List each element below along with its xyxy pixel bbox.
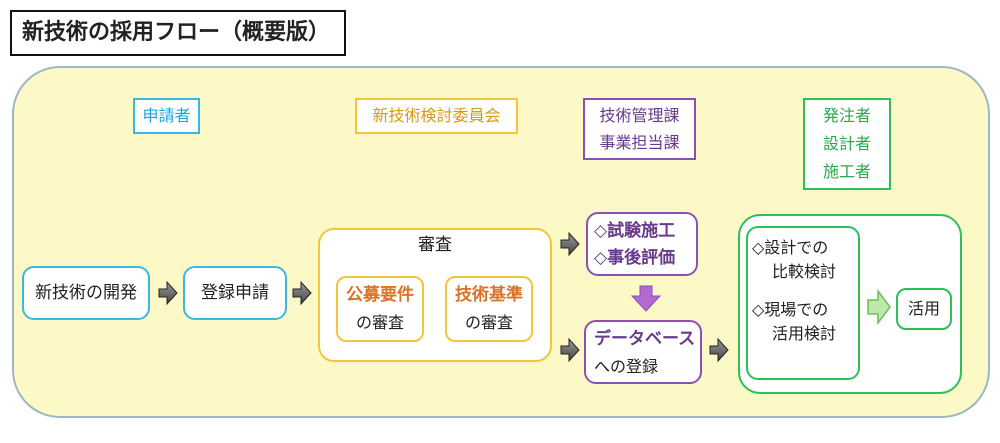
trial-line: ◇試験施工 [594, 221, 676, 241]
arrow-right-icon [158, 280, 178, 306]
role-client-line: 設計者 [822, 134, 871, 153]
trial-line: ◇事後評価 [594, 248, 676, 268]
review-title: 審査 [418, 235, 452, 255]
usage-study-line: 活用検討 [772, 324, 837, 343]
arrow-down-icon [630, 285, 662, 312]
usage-study-line: ◇現場での [752, 300, 829, 319]
role-applicant: 申請者 [133, 98, 200, 134]
arrow-right-icon [709, 337, 729, 363]
node-database: データベース への登録 [584, 320, 702, 384]
role-department: 技術管理課 事業担当課 [583, 98, 696, 160]
role-department-line: 事業担当課 [599, 133, 680, 152]
database-title: データベース [594, 329, 696, 349]
node-koubo-review: 公募要件 の審査 [336, 276, 424, 342]
node-trial: ◇試験施工 ◇事後評価 [586, 212, 698, 276]
kijun-text: の審査 [464, 313, 513, 332]
page-title: 新技術の採用フロー（概要版） [10, 10, 346, 56]
role-client-line: 発注者 [822, 106, 871, 125]
arrow-right-icon [867, 288, 891, 326]
koubo-text: の審査 [355, 313, 404, 332]
arrow-right-icon [560, 231, 580, 257]
node-kijun-review: 技術基準 の審査 [445, 276, 533, 342]
kijun-highlight: 技術基準 [455, 285, 523, 305]
node-registration: 登録申請 [183, 266, 287, 320]
usage-study-line: ◇設計での [752, 238, 829, 257]
arrow-right-icon [292, 280, 312, 306]
node-usage-study: ◇設計での 比較検討 ◇現場での 活用検討 [746, 226, 860, 380]
role-department-line: 技術管理課 [599, 106, 680, 125]
role-client-line: 施工者 [822, 162, 871, 181]
node-development: 新技術の開発 [22, 266, 150, 320]
usage-study-line: 比較検討 [772, 262, 837, 281]
role-client: 発注者 設計者 施工者 [803, 98, 891, 190]
database-subtitle: への登録 [594, 357, 659, 376]
koubo-highlight: 公募要件 [346, 285, 414, 305]
role-committee: 新技術検討委員会 [355, 98, 518, 134]
arrow-right-icon [560, 337, 580, 363]
node-use: 活用 [896, 288, 952, 330]
